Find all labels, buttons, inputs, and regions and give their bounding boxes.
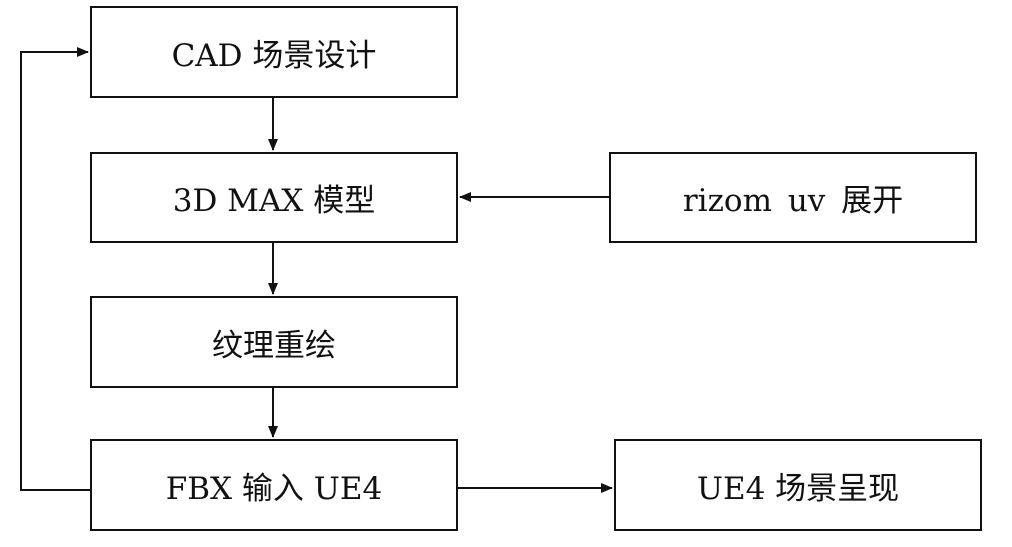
- node-cad-scene-design: CAD 场景设计: [90, 6, 458, 98]
- node-ue4-scene-render: UE4 场景呈现: [614, 439, 982, 531]
- edge-fbx-to-cad-loop: [20, 47, 90, 491]
- node-rizom-uv-unwrap: rizom uv 展开: [609, 152, 977, 243]
- node-label: FBX 输入 UE4: [165, 470, 383, 507]
- node-fbx-import-ue4: FBX 输入 UE4: [90, 439, 458, 531]
- node-label: rizom uv 展开: [682, 183, 904, 219]
- node-texture-repaint: 纹理重绘: [90, 296, 458, 388]
- node-label: CAD 场景设计: [171, 37, 377, 74]
- node-label: 3D MAX 模型: [172, 183, 376, 219]
- node-3dmax-model: 3D MAX 模型: [90, 152, 458, 243]
- node-label: UE4 场景呈现: [696, 470, 900, 507]
- node-label: 纹理重绘: [212, 327, 336, 364]
